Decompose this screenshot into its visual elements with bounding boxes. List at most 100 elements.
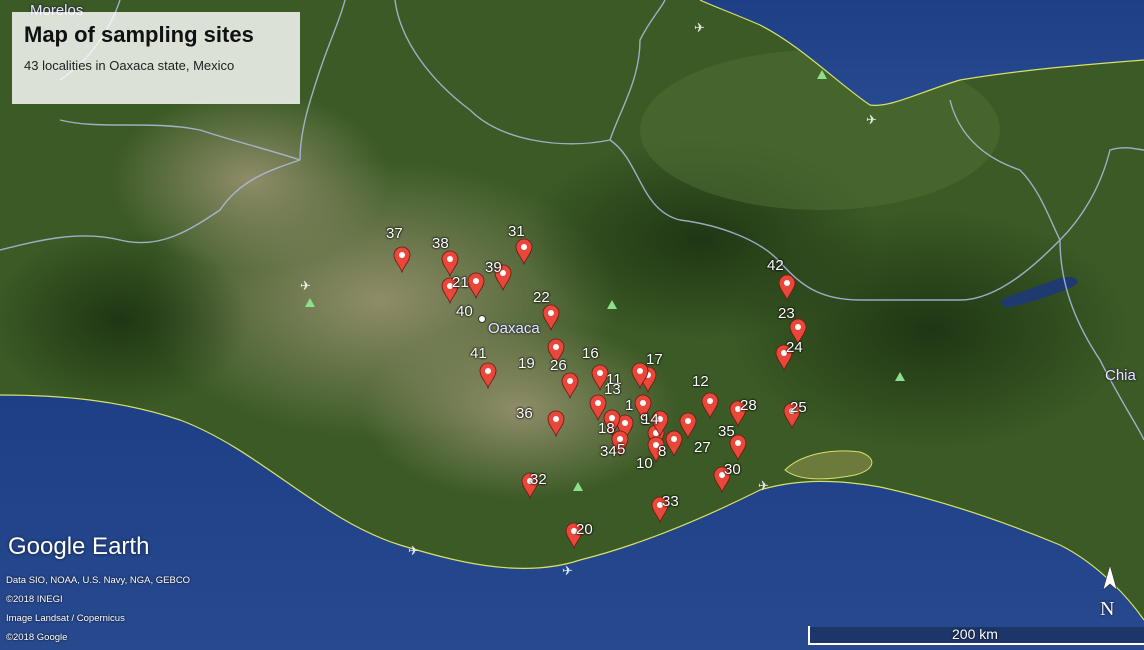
- map-title: Map of sampling sites: [24, 22, 254, 47]
- site-label-16: 16: [582, 345, 599, 362]
- site-marker-8[interactable]: [665, 430, 683, 458]
- attribution-line: Image Landsat / Copernicus: [6, 613, 125, 624]
- site-marker-dot: [622, 420, 628, 426]
- site-marker-32[interactable]: [521, 472, 539, 500]
- site-marker-dot: [657, 416, 663, 422]
- site-label-12: 12: [692, 373, 709, 390]
- site-marker-40[interactable]: [467, 272, 485, 300]
- site-label-33: 33: [662, 493, 679, 510]
- site-marker-22[interactable]: [542, 304, 560, 332]
- site-marker-38[interactable]: [441, 250, 459, 278]
- site-label-32: 32: [530, 471, 547, 488]
- site-marker-34[interactable]: [611, 430, 629, 458]
- site-label-36: 36: [516, 405, 533, 422]
- site-label-13: 13: [604, 381, 621, 398]
- site-marker-30[interactable]: [713, 466, 731, 494]
- site-marker-17[interactable]: [631, 362, 649, 390]
- site-marker-dot: [735, 440, 741, 446]
- scale-label: 200 km: [952, 626, 998, 642]
- site-label-5: 5: [617, 441, 626, 458]
- site-marker-18[interactable]: [603, 409, 621, 437]
- site-label-14: 14: [642, 411, 659, 428]
- site-label-25: 25: [790, 399, 807, 416]
- site-marker-dot: [609, 415, 615, 421]
- site-marker-dot: [553, 344, 559, 350]
- attribution-line: ©2018 Google: [6, 632, 68, 643]
- site-label-40: 40: [456, 303, 473, 320]
- site-marker-dot: [553, 416, 559, 422]
- site-marker-12[interactable]: [701, 392, 719, 420]
- site-marker-dot: [707, 398, 713, 404]
- site-marker-dot: [617, 436, 623, 442]
- svg-text:✈: ✈: [300, 279, 311, 294]
- map-subtitle: 43 localities in Oaxaca state, Mexico: [24, 58, 235, 73]
- site-marker-25[interactable]: [783, 402, 801, 430]
- site-label-37: 37: [386, 225, 403, 242]
- site-marker-dot: [447, 256, 453, 262]
- site-marker-dot: [719, 472, 725, 478]
- site-marker-36[interactable]: [547, 410, 565, 438]
- site-marker-dot: [567, 378, 573, 384]
- site-label-39: 39: [485, 259, 502, 276]
- site-label-11: 11: [606, 371, 622, 388]
- site-marker-5[interactable]: [616, 414, 634, 442]
- site-marker-14[interactable]: [651, 410, 669, 438]
- site-marker-33[interactable]: [651, 496, 669, 524]
- site-marker-dot: [653, 442, 659, 448]
- site-label-35: 35: [718, 423, 735, 440]
- site-marker-dot: [473, 278, 479, 284]
- site-label-28: 28: [740, 397, 757, 414]
- site-label-31: 31: [508, 223, 525, 240]
- site-marker-16[interactable]: [591, 364, 609, 392]
- oaxaca-city-label: Oaxaca: [488, 320, 540, 337]
- attribution-line: Data SIO, NOAA, U.S. Navy, NGA, GEBCO: [6, 575, 191, 586]
- site-marker-dot: [640, 400, 646, 406]
- site-label-8: 8: [658, 443, 667, 460]
- svg-text:✈: ✈: [694, 21, 705, 36]
- site-marker-24[interactable]: [775, 344, 793, 372]
- site-label-17: 17: [646, 351, 663, 368]
- svg-text:✈: ✈: [866, 113, 877, 128]
- site-label-27: 27: [694, 439, 711, 456]
- site-marker-dot: [500, 270, 506, 276]
- site-marker-42[interactable]: [778, 274, 796, 302]
- site-marker-dot: [637, 368, 643, 374]
- chiapas-label: Chia: [1105, 367, 1136, 384]
- site-marker-dot: [571, 528, 577, 534]
- site-label-10: 10: [636, 455, 653, 472]
- site-marker-dot: [781, 350, 787, 356]
- svg-text:✈: ✈: [408, 544, 419, 559]
- site-marker-27[interactable]: [679, 412, 697, 440]
- site-label-20: 20: [576, 521, 593, 538]
- site-marker-35[interactable]: [729, 434, 747, 462]
- site-marker-37[interactable]: [393, 246, 411, 274]
- site-label-34: 34: [600, 443, 617, 460]
- site-label-26: 26: [550, 357, 567, 374]
- site-marker-21[interactable]: [441, 277, 459, 305]
- site-marker-dot: [795, 324, 801, 330]
- site-marker-19[interactable]: [547, 338, 565, 366]
- site-marker-dot: [521, 244, 527, 250]
- site-label-30: 30: [724, 461, 741, 478]
- title-panel: Map of sampling sites 43 localities in O…: [12, 12, 300, 104]
- site-marker-1[interactable]: [634, 394, 652, 422]
- site-marker-dot: [595, 400, 601, 406]
- site-label-41: 41: [470, 345, 487, 362]
- site-marker-10[interactable]: [647, 436, 665, 464]
- site-label-21: 21: [452, 274, 469, 291]
- site-marker-23[interactable]: [789, 318, 807, 346]
- site-marker-dot: [527, 478, 533, 484]
- site-markers: [393, 238, 807, 550]
- north-label: N: [1100, 598, 1115, 620]
- site-marker-13[interactable]: [589, 394, 607, 422]
- site-marker-41[interactable]: [479, 362, 497, 390]
- site-marker-dot: [485, 368, 491, 374]
- site-marker-31[interactable]: [515, 238, 533, 266]
- site-marker-20[interactable]: [565, 522, 583, 550]
- site-marker-28[interactable]: [729, 400, 747, 428]
- site-marker-26[interactable]: [561, 372, 579, 400]
- site-marker-39[interactable]: [494, 264, 512, 292]
- site-marker-dot: [671, 436, 677, 442]
